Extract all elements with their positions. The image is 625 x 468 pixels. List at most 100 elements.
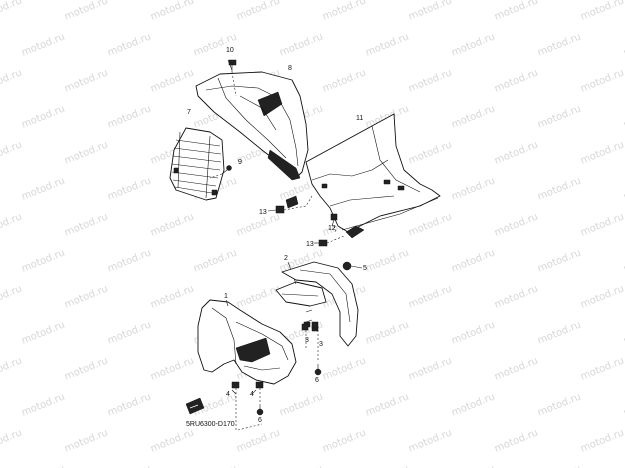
watermark-text: motod.ru — [63, 427, 110, 454]
assembly-lines — [209, 71, 345, 431]
watermark-text: motod.ru — [364, 319, 411, 346]
callout-9: 9 — [238, 159, 242, 166]
watermark-text: motod.ru — [364, 31, 411, 58]
front-arrow-icon — [185, 397, 205, 415]
watermark-text: motod.ru — [235, 0, 282, 23]
watermark-text: motod.ru — [20, 31, 67, 58]
watermark-text: motod.ru — [0, 67, 24, 94]
watermark-text: motod.ru — [450, 175, 497, 202]
callout-11: 11 — [356, 115, 363, 122]
watermark-text: motod.ru — [106, 319, 153, 346]
watermark-text: motod.ru — [278, 463, 325, 468]
watermark-text: motod.ru — [0, 0, 24, 23]
watermark-text: motod.ru — [450, 247, 497, 274]
callout-12: 12 — [328, 225, 336, 232]
watermark-text: motod.ru — [579, 139, 625, 166]
watermark-text: motod.ru — [149, 211, 196, 238]
watermark-text: motod.ru — [536, 247, 583, 274]
watermark-text: motod.ru — [536, 463, 583, 468]
watermark-text: motod.ru — [192, 463, 239, 468]
fastener-6-bolt-icon — [314, 364, 322, 376]
watermark-text: motod.ru — [450, 391, 497, 418]
watermark-text: motod.ru — [63, 0, 110, 23]
callout-5: 5 — [363, 265, 367, 272]
watermark-text: motod.ru — [20, 463, 67, 468]
watermark-text: motod.ru — [192, 247, 239, 274]
watermark-text: motod.ru — [536, 391, 583, 418]
watermark-text: motod.ru — [493, 0, 540, 23]
watermark-text: motod.ru — [20, 175, 67, 202]
watermark-text: motod.ru — [536, 103, 583, 130]
watermark-text: motod.ru — [20, 247, 67, 274]
watermark-text: motod.ru — [450, 31, 497, 58]
watermark-text: motod.ru — [0, 355, 24, 382]
watermark-text: motod.ru — [579, 211, 625, 238]
watermark-text: motod.ru — [149, 355, 196, 382]
watermark-text: motod.ru — [149, 283, 196, 310]
watermark-text: motod.ru — [493, 427, 540, 454]
callout-4: 4 — [226, 391, 230, 398]
watermark-text: motod.ru — [321, 427, 368, 454]
part-7-radiator-grille — [169, 127, 225, 201]
callout-8: 8 — [288, 65, 292, 72]
fastener-13-clip-icon — [267, 195, 299, 214]
watermark-text: motod.ru — [192, 31, 239, 58]
watermark-text: motod.ru — [0, 211, 24, 238]
watermark-text: motod.ru — [235, 283, 282, 310]
watermark-text: motod.ru — [364, 463, 411, 468]
watermark-text: motod.ru — [20, 391, 67, 418]
watermark-text: motod.ru — [579, 355, 625, 382]
watermark-text: motod.ru — [493, 139, 540, 166]
callout-6: 6 — [258, 417, 262, 424]
fastener-5-nut-icon — [342, 261, 363, 271]
watermark-text: motod.ru — [63, 283, 110, 310]
callout-1: 1 — [224, 293, 228, 300]
watermark-text: motod.ru — [450, 463, 497, 468]
watermark-text: motod.ru — [579, 67, 625, 94]
watermark-text: motod.ru — [407, 211, 454, 238]
watermark-text: motod.ru — [106, 31, 153, 58]
callout-6: 6 — [315, 377, 319, 384]
fastener-10-screw-icon — [228, 59, 237, 72]
watermark-text: motod.ru — [149, 67, 196, 94]
watermark-text: motod.ru — [106, 391, 153, 418]
watermark-text: motod.ru — [321, 0, 368, 23]
watermark-text: motod.ru — [407, 0, 454, 23]
watermark-text: motod.ru — [321, 67, 368, 94]
watermark-text: motod.ru — [106, 463, 153, 468]
watermark-text: motod.ru — [407, 139, 454, 166]
watermark-text: motod.ru — [0, 139, 24, 166]
watermark-text: motod.ru — [106, 175, 153, 202]
watermark-text: motod.ru — [493, 355, 540, 382]
callout-7: 7 — [187, 109, 191, 116]
watermark-text: motod.ru — [407, 355, 454, 382]
watermark-text: motod.ru — [364, 391, 411, 418]
watermark-text: motod.ru — [63, 67, 110, 94]
callout-10: 10 — [226, 47, 234, 54]
watermark-text: motod.ru — [20, 103, 67, 130]
callout-13: 13 — [306, 241, 314, 248]
watermark-text: motod.ru — [407, 427, 454, 454]
part-1-front-fender — [197, 299, 297, 389]
callout-3: 3 — [319, 341, 323, 348]
watermark-text: motod.ru — [0, 427, 24, 454]
fastener-3-clip-icon — [301, 321, 319, 331]
watermark-text: motod.ru — [536, 31, 583, 58]
watermark-text: motod.ru — [364, 247, 411, 274]
watermark-text: motod.ru — [149, 0, 196, 23]
callout-3: 3 — [305, 337, 309, 344]
watermark-text: motod.ru — [20, 319, 67, 346]
fastener-4-screw-icon — [231, 389, 257, 395]
callout-2: 2 — [284, 255, 288, 262]
watermark-text: motod.ru — [536, 319, 583, 346]
watermark-text: motod.ru — [63, 355, 110, 382]
fastener-13b-clip-icon — [314, 239, 328, 247]
fastener-9-bolt-icon — [221, 165, 232, 175]
part-11-lower-cowl — [305, 113, 441, 239]
watermark-text: motod.ru — [579, 283, 625, 310]
watermark-text: motod.ru — [493, 67, 540, 94]
watermark-text: motod.ru — [407, 67, 454, 94]
